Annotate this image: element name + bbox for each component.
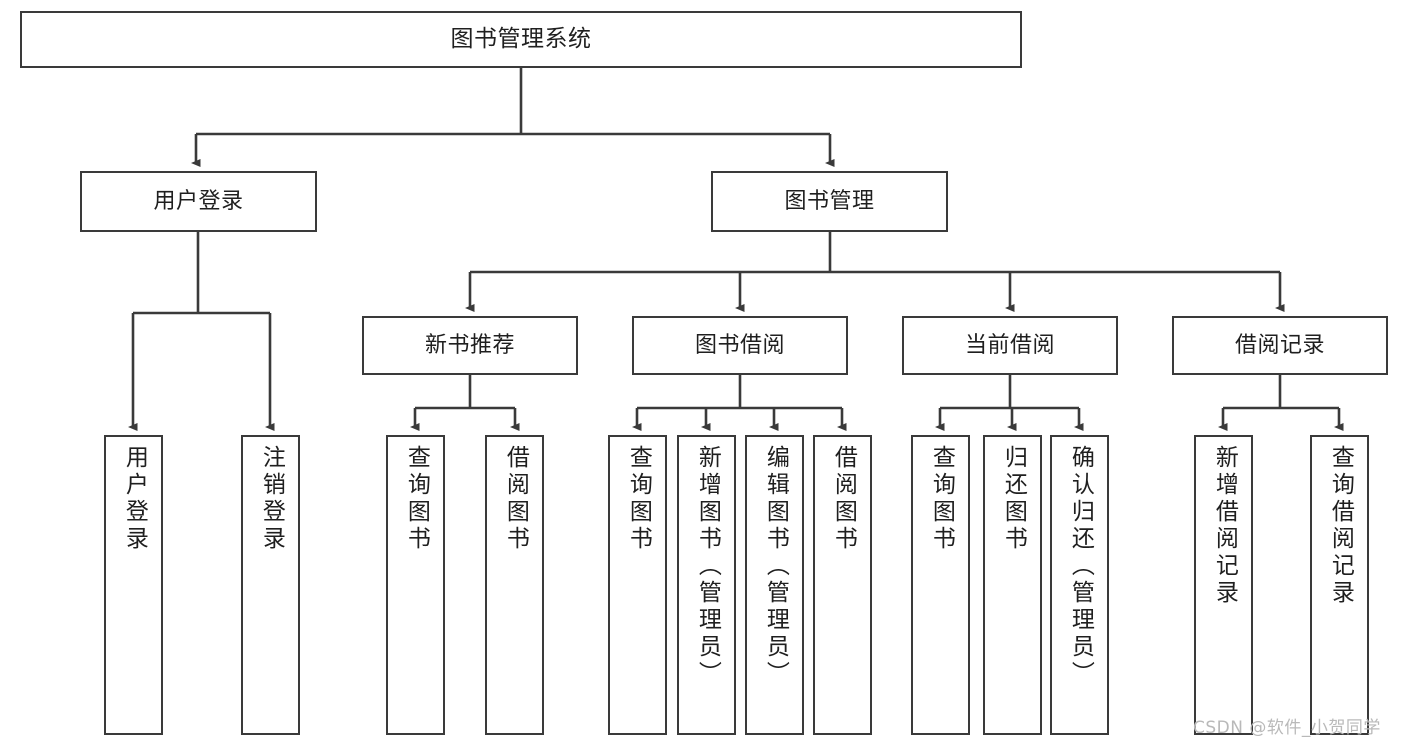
leaf-return-book[interactable]: 归还图书 <box>983 435 1042 735</box>
leaf-add-borrow-rec[interactable]: 新增借阅记录 <box>1194 435 1253 735</box>
node-label: 查询借阅记录 <box>1327 445 1354 607</box>
leaf-user-login[interactable]: 用户登录 <box>104 435 163 735</box>
node-label: 归还图书 <box>1000 445 1027 553</box>
leaf-query-book-bor[interactable]: 查询图书 <box>608 435 667 735</box>
node-label: 新书推荐 <box>424 332 515 358</box>
node-label: 当前借阅 <box>964 332 1055 358</box>
node-label: 查询图书 <box>928 445 955 553</box>
node-label: 图书借阅 <box>694 332 785 358</box>
node-label: 借阅记录 <box>1234 332 1325 358</box>
node-book-borrow[interactable]: 图书借阅 <box>632 316 848 375</box>
leaf-query-borrow-rec[interactable]: 查询借阅记录 <box>1310 435 1369 735</box>
node-label: 新增借阅记录 <box>1211 445 1238 607</box>
leaf-query-book-rec[interactable]: 查询图书 <box>386 435 445 735</box>
node-borrow-record[interactable]: 借阅记录 <box>1172 316 1388 375</box>
node-label: 用户登录 <box>121 445 148 553</box>
node-user-login[interactable]: 用户登录 <box>80 171 317 232</box>
leaf-logout[interactable]: 注销登录 <box>241 435 300 735</box>
node-label: 图书管理系统 <box>450 25 592 52</box>
node-label: 新增图书（管理员） <box>694 445 721 688</box>
node-label: 查询图书 <box>403 445 430 553</box>
node-label: 确认归还（管理员） <box>1067 445 1094 688</box>
csdn-watermark: CSDN @软件_小贺同学 <box>1193 718 1381 738</box>
leaf-query-book-cur[interactable]: 查询图书 <box>911 435 970 735</box>
node-label: 注销登录 <box>258 445 285 553</box>
node-root-system[interactable]: 图书管理系统 <box>20 11 1022 68</box>
leaf-confirm-return[interactable]: 确认归还（管理员） <box>1050 435 1109 735</box>
node-label: 查询图书 <box>625 445 652 553</box>
node-label: 编辑图书（管理员） <box>762 445 789 688</box>
node-book-management[interactable]: 图书管理 <box>711 171 948 232</box>
leaf-borrow-book-rec[interactable]: 借阅图书 <box>485 435 544 735</box>
node-label: 图书管理 <box>784 188 875 214</box>
leaf-edit-book[interactable]: 编辑图书（管理员） <box>745 435 804 735</box>
node-label: 借阅图书 <box>830 445 857 553</box>
node-current-borrow[interactable]: 当前借阅 <box>902 316 1118 375</box>
leaf-add-book[interactable]: 新增图书（管理员） <box>677 435 736 735</box>
node-label: 用户登录 <box>153 188 244 214</box>
node-new-book-recommendation[interactable]: 新书推荐 <box>362 316 578 375</box>
node-label: 借阅图书 <box>502 445 529 553</box>
leaf-borrow-book-bor[interactable]: 借阅图书 <box>813 435 872 735</box>
